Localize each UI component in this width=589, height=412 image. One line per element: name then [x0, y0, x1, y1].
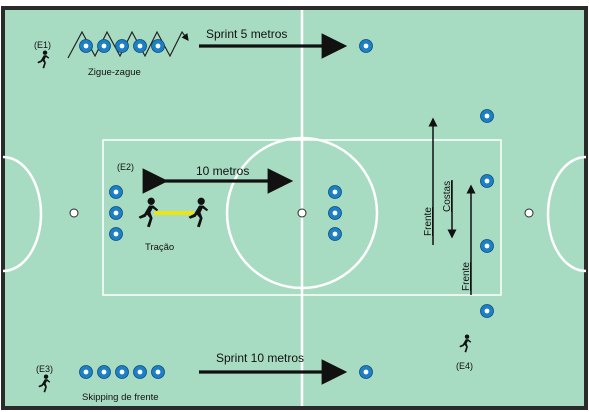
center-spot [297, 208, 307, 218]
e2-drill-label: Tração [145, 242, 174, 253]
cone-center-dot [484, 243, 490, 249]
cone-center-dot [119, 369, 125, 375]
left-goal-area [2, 155, 43, 273]
cone-center-dot [363, 369, 369, 375]
e2-distance-label: 10 metros [196, 164, 249, 178]
station-e2: (E2) 10 metros Tração [117, 162, 294, 253]
cone-center-dot [137, 43, 143, 49]
cone-center-dot [363, 43, 369, 49]
e2-label: (E2) [117, 162, 134, 172]
cone-center-dot [137, 369, 143, 375]
center-circle [225, 136, 379, 290]
cone-center-dot [113, 210, 119, 216]
station-e3: (E3) Skipping de frente Sprint 10 metros [36, 351, 348, 403]
field-spots [69, 208, 534, 218]
cone-center-dot [332, 231, 338, 237]
e4-front-label-2: Frente [461, 262, 472, 291]
cone-center-dot [83, 369, 89, 375]
field-surface [1, 6, 588, 410]
cone-center-dot [484, 178, 490, 184]
right-penalty-spot [524, 208, 534, 218]
e3-sprint-label: Sprint 10 metros [216, 351, 304, 365]
cone-center-dot [113, 189, 119, 195]
cone-center-dot [332, 189, 338, 195]
e4-label: (E4) [456, 361, 473, 371]
e1-drill-label: Zigue-zague [88, 67, 141, 78]
field-markings [2, 10, 587, 406]
cone-center-dot [83, 43, 89, 49]
central-rectangle [102, 139, 502, 296]
cone-center-dot [484, 113, 490, 119]
e1-label: (E1) [34, 40, 51, 50]
cone-center-dot [101, 43, 107, 49]
e4-back-label: Costas [442, 181, 453, 212]
cone-center-dot [119, 43, 125, 49]
cone-center-dot [484, 308, 490, 314]
cone-center-dot [113, 231, 119, 237]
e4-front-label-1: Frente [423, 207, 434, 236]
e3-drill-label: Skipping de frente [82, 392, 159, 403]
cone-markers [79, 39, 494, 379]
e1-sprint-label: Sprint 5 metros [206, 27, 287, 41]
right-goal-area [546, 155, 587, 273]
cone-center-dot [332, 210, 338, 216]
left-penalty-spot [69, 208, 79, 218]
station-e4: Frente Costas Frente (E4) [423, 117, 476, 371]
e3-label: (E3) [36, 364, 53, 374]
cone-center-dot [101, 369, 107, 375]
cone-center-dot [155, 43, 161, 49]
cone-center-dot [155, 369, 161, 375]
